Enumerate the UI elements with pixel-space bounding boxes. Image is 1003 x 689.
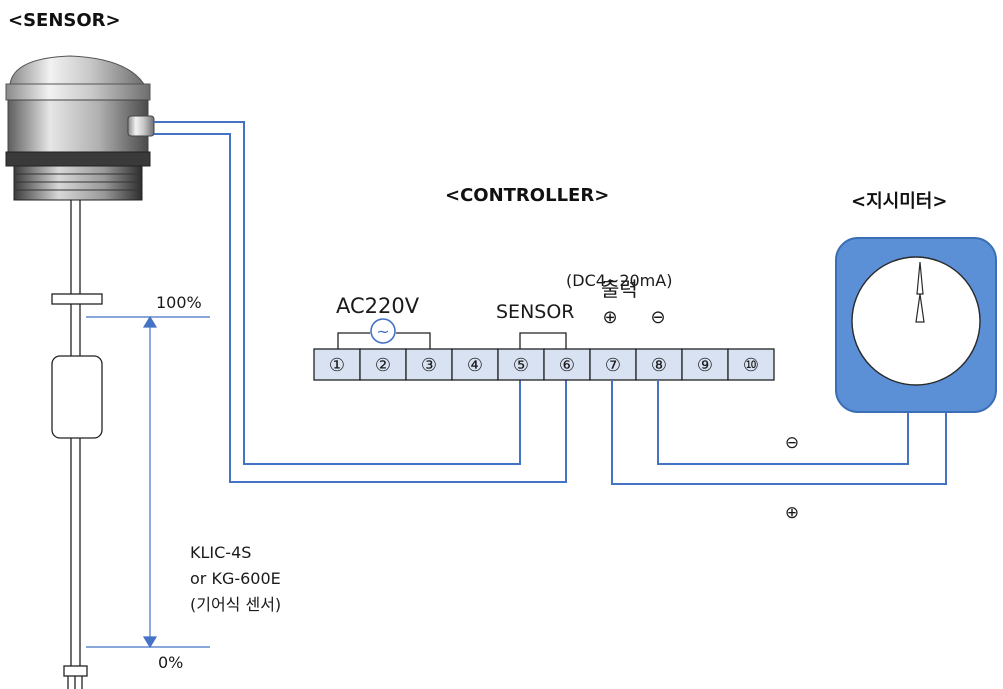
terminal-box (543, 348, 591, 381)
power-input: ~ (337, 318, 431, 349)
power-label: AC220V (336, 294, 420, 318)
terminal-1: ① (313, 348, 361, 381)
float (51, 355, 103, 439)
cable-gland (127, 115, 155, 137)
terminal-8: ⑧ (635, 348, 683, 381)
output-spec: (DC4~20mA) (566, 271, 672, 290)
terminal-number: ⑩ (743, 355, 759, 376)
terminal-box (497, 348, 545, 381)
terminal-number: ⑤ (513, 355, 529, 376)
terminal-box (589, 348, 637, 381)
wire-plus-symbol: ⊕ (785, 503, 799, 523)
model-line-1: KLIC-4S (190, 543, 251, 562)
terminal-box (727, 348, 775, 381)
top-stopper (51, 293, 103, 305)
terminal-6: ⑥ (543, 348, 591, 381)
sensor-probe (51, 200, 103, 689)
needle-icon (915, 293, 925, 323)
sensor-bridge (519, 332, 567, 349)
indicator-meter (835, 237, 997, 413)
terminal-number: ① (329, 355, 345, 376)
wire-minus-symbol: ⊖ (785, 433, 799, 453)
terminal-number: ⑦ (605, 355, 621, 376)
terminal-box (313, 348, 361, 381)
sensor-head (5, 55, 155, 201)
terminal-2: ② (359, 348, 407, 381)
terminal-number: ⑧ (651, 355, 667, 376)
terminal-number: ⑨ (697, 355, 713, 376)
terminal-number: ② (375, 355, 391, 376)
model-line-3: (기어식 센서) (190, 595, 281, 614)
output-wiring (611, 380, 947, 485)
output-label: 출력 (601, 277, 638, 301)
indicator-title: <지시미터> (851, 191, 947, 212)
terminal-number: ③ (421, 355, 437, 376)
terminal-number: ④ (467, 355, 483, 376)
ac-source-icon (370, 318, 396, 344)
terminal-7: ⑦ (589, 348, 637, 381)
sensor-cable (154, 121, 567, 483)
controller-title: <CONTROLLER> (445, 185, 609, 206)
terminal-number: ⑥ (559, 355, 575, 376)
terminal-5: ⑤ (497, 348, 545, 381)
terminal-3: ③ (405, 348, 453, 381)
bottom-stopper (63, 665, 88, 677)
terminal-4: ④ (451, 348, 499, 381)
level-low-label: 0% (158, 653, 183, 672)
terminal-9: ⑨ (681, 348, 729, 381)
sensor-terminal-label: SENSOR (496, 301, 575, 323)
ac-wave-symbol: ~ (376, 322, 389, 341)
level-high-label: 100% (156, 293, 202, 312)
mounting-thread (13, 165, 143, 201)
sensor-title: <SENSOR> (8, 10, 121, 31)
output-plus-symbol: ⊕ (602, 307, 617, 328)
output-minus-symbol: ⊖ (650, 307, 665, 328)
terminal-10: ⑩ (727, 348, 775, 381)
model-line-2: or KG-600E (190, 569, 281, 588)
terminal-block: ① ② ③ ④ ⑤ ⑥ ⑦ ⑧ ⑨ ⑩ (313, 348, 775, 381)
level-span (86, 315, 210, 649)
